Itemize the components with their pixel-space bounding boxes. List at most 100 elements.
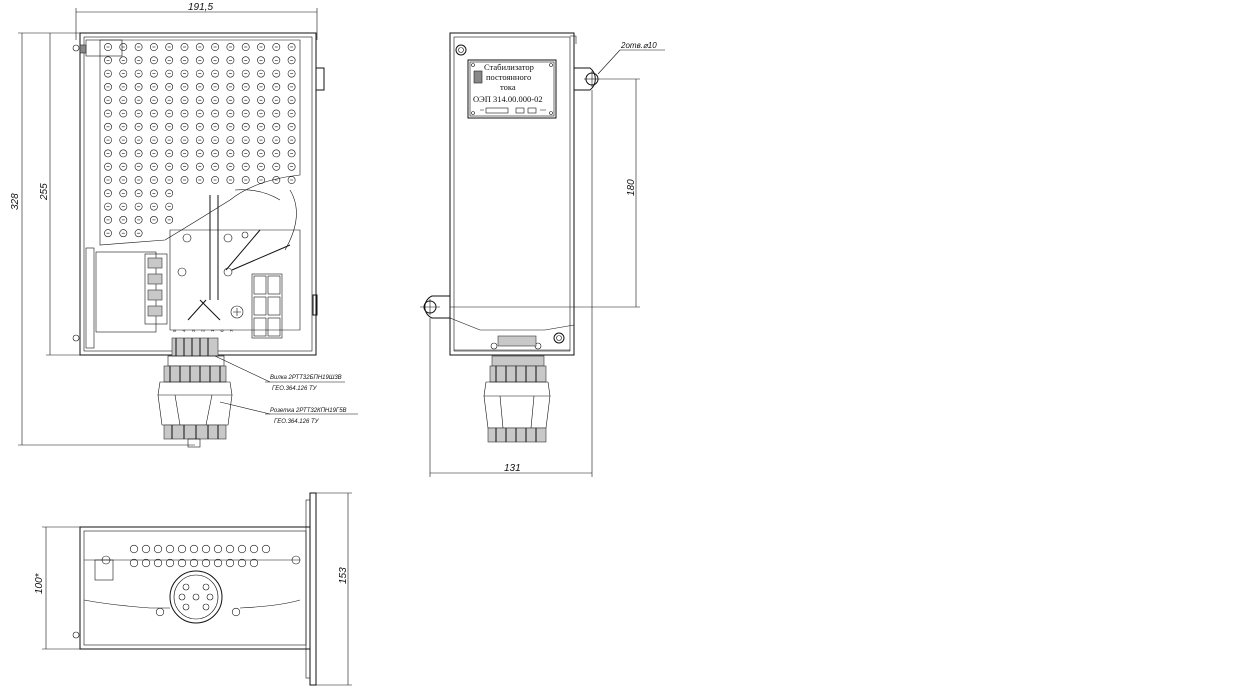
- vent-hole: [257, 69, 265, 78]
- vent-hole: [134, 96, 143, 105]
- vent-hole: [134, 43, 143, 51]
- vent-hole: [155, 607, 165, 617]
- vent-hole: [201, 544, 211, 554]
- vent-hole: [180, 43, 189, 51]
- vent-hole: [241, 56, 250, 65]
- vent-hole: [134, 149, 143, 158]
- vent-hole: [134, 215, 143, 224]
- vent-hole: [226, 162, 235, 171]
- ventilation-holes: [104, 43, 296, 238]
- pin-label: 3: [191, 329, 196, 332]
- vent-hole: [211, 56, 219, 65]
- vent-hole: [226, 109, 235, 118]
- vent-hole: [104, 229, 112, 238]
- vent-hole: [104, 83, 112, 91]
- vent-hole: [134, 202, 143, 211]
- vent-hole: [180, 83, 189, 91]
- vent-hole: [287, 149, 296, 158]
- vent-hole: [211, 149, 219, 158]
- vent-hole: [287, 176, 296, 184]
- vent-hole: [165, 109, 174, 118]
- vent-hole: [257, 56, 265, 65]
- vent-hole: [189, 558, 199, 568]
- vent-hole: [134, 189, 143, 198]
- vent-hole: [257, 162, 265, 171]
- callout-socket-spec: ГЕО.364.126 ТУ: [274, 419, 320, 425]
- pin-label: 5: [172, 329, 177, 332]
- vent-hole: [180, 162, 189, 171]
- vent-hole: [149, 43, 158, 51]
- bottom-connector-face: [169, 570, 223, 624]
- side-connector: [483, 355, 551, 443]
- vent-hole: [180, 109, 189, 118]
- vent-hole: [287, 69, 296, 78]
- vent-hole: [195, 136, 204, 144]
- vent-hole: [134, 122, 143, 131]
- vent-hole: [226, 69, 235, 78]
- vent-hole: [226, 149, 235, 158]
- callout-plug-spec: ГЕО.364.126 ТУ: [272, 386, 318, 392]
- bottom-ventilation-holes: [129, 544, 271, 617]
- vent-hole: [104, 215, 112, 224]
- vent-hole: [211, 136, 219, 144]
- vent-hole: [104, 96, 112, 105]
- nameplate-code: ОЭП 314.00.000-02: [473, 94, 543, 104]
- vent-hole: [225, 544, 235, 554]
- vent-hole: [119, 189, 128, 198]
- vent-hole: [119, 162, 128, 171]
- vent-hole: [231, 607, 241, 617]
- vent-hole: [165, 202, 174, 211]
- vent-hole: [165, 544, 175, 554]
- vent-hole: [149, 176, 158, 184]
- vent-hole: [195, 43, 204, 51]
- dim-hole-spacing: 180: [626, 179, 637, 196]
- vent-hole: [149, 136, 158, 144]
- pin-label: 1: [210, 329, 215, 332]
- vent-hole: [180, 176, 189, 184]
- vent-hole: [226, 56, 235, 65]
- vent-hole: [165, 149, 174, 158]
- vent-hole: [272, 176, 281, 184]
- vent-hole: [165, 176, 174, 184]
- vent-hole: [241, 69, 250, 78]
- vent-hole: [211, 43, 219, 51]
- nameplate-line1: Стабилизатор: [484, 62, 534, 72]
- front-view: 191,5 328 255: [10, 2, 358, 448]
- vent-hole: [119, 136, 128, 144]
- dim-holes: 2отв.⌀10: [620, 41, 657, 50]
- vent-hole: [153, 558, 163, 568]
- vent-hole: [149, 96, 158, 105]
- vent-hole: [134, 229, 143, 238]
- vent-hole: [257, 96, 265, 105]
- vent-hole: [257, 109, 265, 118]
- vent-hole: [104, 122, 112, 131]
- vent-hole: [104, 202, 112, 211]
- vent-hole: [141, 558, 151, 568]
- vent-hole: [287, 43, 296, 51]
- vent-hole: [287, 122, 296, 131]
- dim-bottom-depth: 100*: [34, 572, 45, 594]
- vent-hole: [287, 83, 296, 91]
- terminal-grid: [251, 273, 283, 339]
- vent-hole: [272, 56, 281, 65]
- vent-hole: [272, 149, 281, 158]
- vent-hole: [287, 162, 296, 171]
- vent-hole: [177, 558, 187, 568]
- vent-hole: [119, 43, 128, 51]
- vent-hole: [180, 56, 189, 65]
- vent-hole: [141, 544, 151, 554]
- vent-hole: [129, 544, 139, 554]
- vent-hole: [241, 122, 250, 131]
- vent-hole: [129, 558, 139, 568]
- vent-hole: [287, 136, 296, 144]
- vent-hole: [272, 136, 281, 144]
- pin-label: 4: [182, 329, 187, 332]
- vent-hole: [134, 69, 143, 78]
- vent-hole: [226, 43, 235, 51]
- vent-hole: [195, 122, 204, 131]
- vent-hole: [104, 189, 112, 198]
- vent-hole: [165, 558, 175, 568]
- vent-hole: [272, 122, 281, 131]
